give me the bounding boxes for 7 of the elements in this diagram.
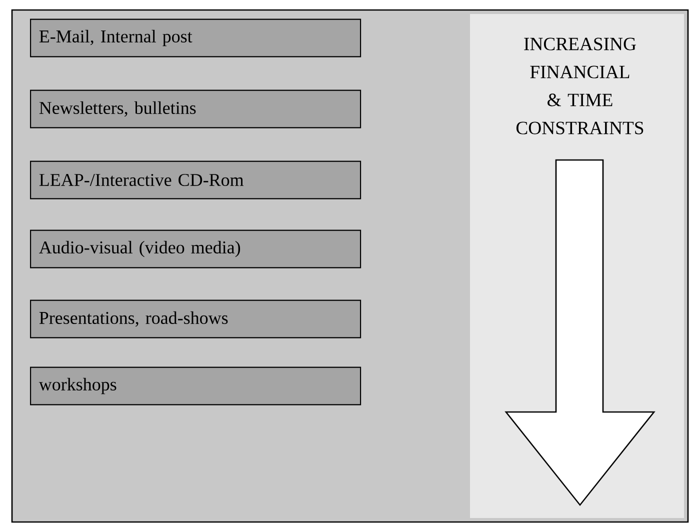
list-box: workshops	[30, 366, 362, 406]
list-box: E-Mail, Internal post	[30, 18, 362, 58]
list-box: Newsletters, bulletins	[30, 90, 362, 128]
heading-text: INCREASING FINANCIAL & TIME CONSTRAINTS	[516, 38, 644, 134]
list-box: LEAP-/Interactive CD-Rom	[30, 160, 362, 200]
list-box: Audio-visual (video media)	[30, 230, 362, 268]
list-box: Presentations, road-shows	[30, 300, 362, 338]
